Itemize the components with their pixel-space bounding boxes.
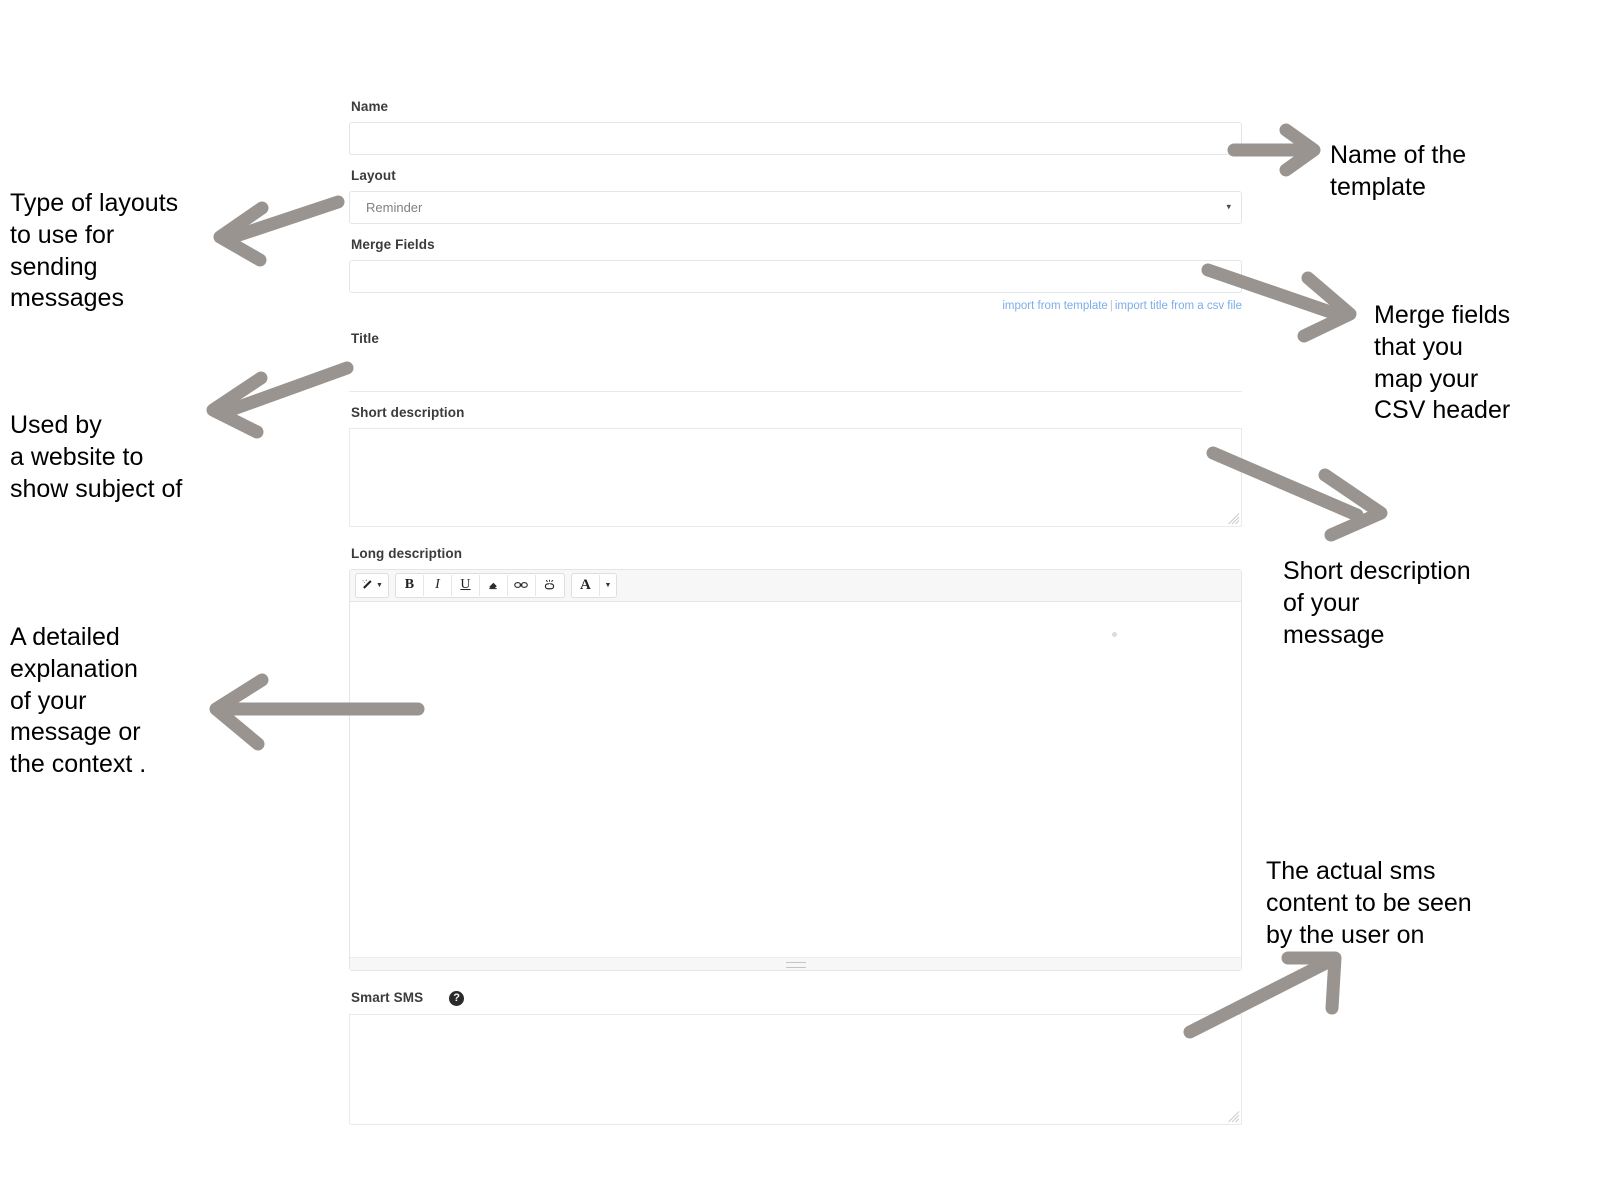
annotation-smart-sms: The actual sms content to be seen by the… bbox=[1266, 857, 1472, 949]
annotation-short-description: Short description of your message bbox=[1283, 557, 1471, 649]
annotation-long-description: A detailed explanation of your message o… bbox=[10, 623, 147, 778]
chain-link-icon bbox=[514, 582, 529, 589]
short-description-label: Short description bbox=[351, 405, 465, 421]
arrow-to-merge-fields bbox=[1200, 258, 1370, 348]
layout-label: Layout bbox=[351, 167, 396, 183]
import-links-separator: | bbox=[1109, 299, 1113, 312]
smart-sms-top-rule bbox=[349, 1013, 1242, 1015]
name-label: Name bbox=[351, 99, 389, 114]
toolbar-group-format: B I U bbox=[394, 572, 565, 598]
arrow-to-long-description bbox=[200, 668, 425, 758]
merge-fields-input[interactable] bbox=[349, 259, 1242, 293]
import-title-from-csv-link[interactable]: import title from a csv file bbox=[1114, 299, 1242, 312]
title-input[interactable] bbox=[349, 354, 1242, 393]
layout-select-value: Reminder bbox=[349, 190, 1242, 224]
long-description-label: Long description bbox=[351, 545, 463, 561]
broken-chain-icon bbox=[545, 579, 555, 590]
name-input[interactable] bbox=[349, 121, 1242, 155]
chevron-down-icon: ▼ bbox=[604, 580, 612, 589]
smart-sms-header: Smart SMS ? bbox=[349, 989, 1242, 1006]
short-description-wrapper bbox=[349, 427, 1242, 527]
arrow-to-title bbox=[195, 360, 355, 445]
smart-sms-input[interactable] bbox=[349, 1014, 1242, 1125]
link-button[interactable] bbox=[507, 574, 536, 596]
smart-sms-wrapper bbox=[349, 1013, 1242, 1125]
editor-cursor-dot bbox=[1112, 631, 1117, 637]
remove-format-button[interactable] bbox=[479, 574, 508, 596]
arrow-to-layout bbox=[200, 190, 345, 270]
annotation-merge-fields: Merge fields that you map your CSV heade… bbox=[1374, 301, 1511, 425]
short-description-top-rule bbox=[349, 427, 1242, 429]
arrow-to-smart-sms bbox=[1180, 950, 1355, 1050]
editor-grip-icon bbox=[785, 961, 806, 968]
title-label: Title bbox=[351, 331, 380, 347]
long-description-input[interactable] bbox=[350, 601, 1241, 957]
italic-button[interactable]: I bbox=[423, 574, 452, 596]
text-color-button[interactable]: A bbox=[571, 574, 600, 596]
rich-text-editor: ▼ B I U bbox=[349, 568, 1242, 971]
import-from-template-link[interactable]: import from template bbox=[1002, 299, 1108, 312]
magic-wand-icon[interactable]: ▼ bbox=[356, 574, 388, 596]
template-form: Name Layout Reminder ▾ Merge Fields impo… bbox=[349, 99, 1242, 1125]
eraser-icon bbox=[489, 582, 498, 590]
underline-button[interactable]: U bbox=[451, 574, 480, 596]
toolbar-group-magic: ▼ bbox=[355, 572, 389, 598]
editor-toolbar: ▼ B I U bbox=[350, 569, 1241, 602]
bold-button[interactable]: B bbox=[395, 574, 424, 596]
annotation-layouts: Type of layouts to use for sending messa… bbox=[10, 189, 179, 313]
import-links: import from template|import title from a… bbox=[349, 300, 1242, 313]
unlink-button[interactable] bbox=[535, 574, 564, 596]
arrow-to-short-description bbox=[1205, 443, 1395, 548]
layout-select[interactable]: Reminder ▾ bbox=[349, 190, 1242, 224]
merge-fields-label: Merge Fields bbox=[351, 236, 435, 252]
help-icon[interactable]: ? bbox=[449, 990, 465, 1006]
annotation-title: Used by a website to show subject of bbox=[10, 411, 183, 503]
short-description-input[interactable] bbox=[349, 428, 1242, 527]
editor-resize-bar[interactable] bbox=[350, 956, 1241, 970]
annotation-name: Name of the template bbox=[1330, 141, 1467, 201]
text-color-dropdown[interactable]: ▼ bbox=[599, 574, 616, 596]
arrow-to-name bbox=[1227, 120, 1328, 180]
magic-wand-glyph bbox=[362, 579, 372, 589]
smart-sms-label: Smart SMS bbox=[351, 989, 424, 1005]
toolbar-group-color: A ▼ bbox=[570, 572, 617, 598]
chevron-down-icon: ▼ bbox=[376, 580, 383, 589]
